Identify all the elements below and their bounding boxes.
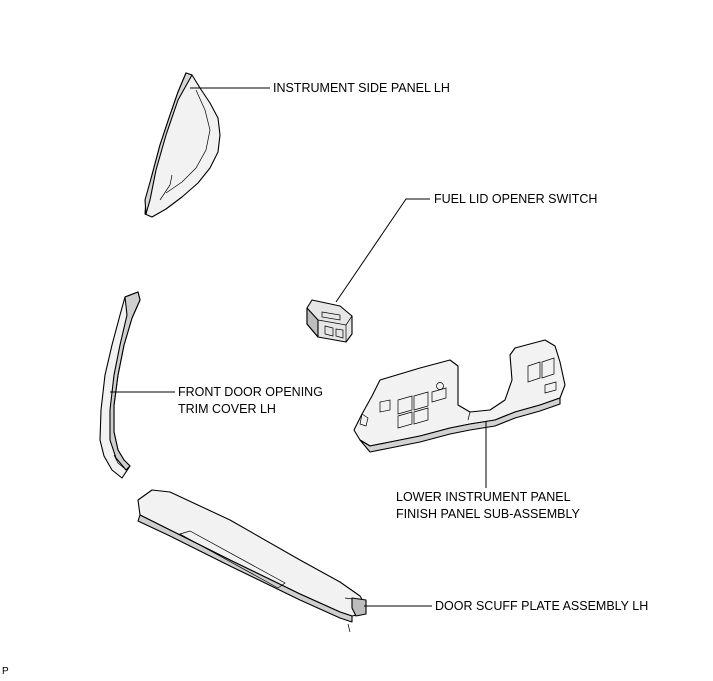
front-door-trim-cover-part	[99, 291, 141, 479]
lower-panel-label-line1: LOWER INSTRUMENT PANEL	[396, 490, 571, 504]
leader-fuel-lid-switch	[335, 198, 430, 303]
door-scuff-plate-part	[137, 489, 367, 633]
front-door-trim-label-line2: TRIM COVER LH	[178, 402, 276, 416]
scuff-plate-label: DOOR SCUFF PLATE ASSEMBLY LH	[435, 599, 648, 613]
instrument-side-panel-label: INSTRUMENT SIDE PANEL LH	[273, 81, 450, 95]
instrument-side-panel-part	[144, 72, 221, 218]
reference-code: P	[2, 666, 9, 677]
lower-instrument-panel-part	[353, 339, 566, 453]
fuel-lid-opener-switch-part	[306, 299, 353, 343]
lower-panel-label-line2: FINISH PANEL SUB-ASSEMBLY	[396, 507, 581, 521]
front-door-trim-label-line1: FRONT DOOR OPENING	[178, 385, 323, 399]
fuel-lid-opener-switch-label: FUEL LID OPENER SWITCH	[434, 192, 597, 206]
